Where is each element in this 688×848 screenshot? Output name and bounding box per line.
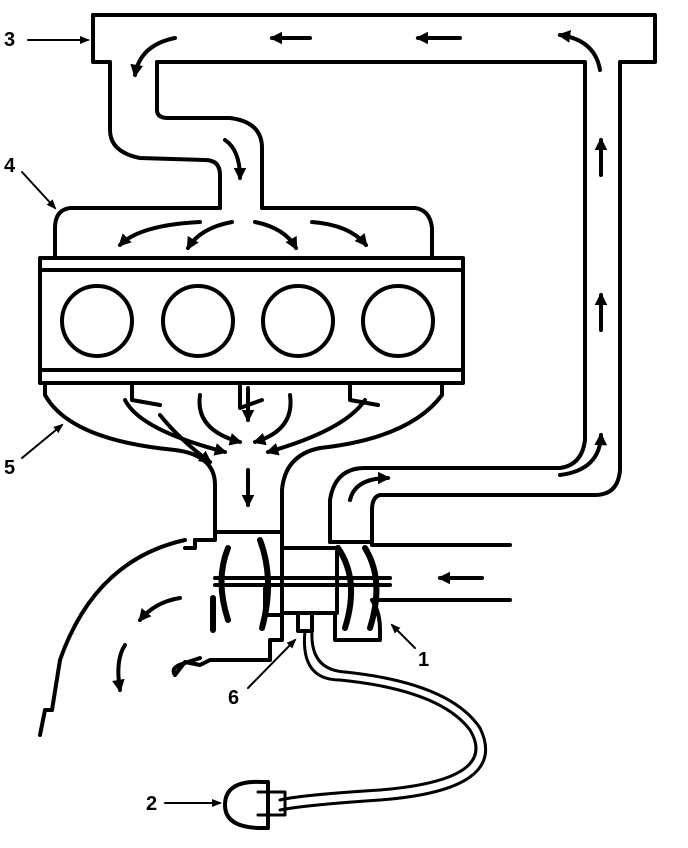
- callout-1: 1: [418, 649, 430, 671]
- leader-5: [21, 423, 64, 459]
- downpipe-flange: [171, 656, 202, 677]
- exhaust-manifold: [43, 381, 444, 534]
- charge-air-inner-to-manifold: [155, 60, 264, 210]
- flow-arrow: [130, 36, 177, 78]
- sensor-wire-inner: [278, 629, 488, 812]
- flow-arrow: [158, 413, 213, 464]
- charge-air-return-pipe: [91, 13, 222, 210]
- callout-6: 6: [228, 687, 240, 709]
- flow-arrow: [118, 220, 202, 247]
- compressor-wheel-left: [335, 545, 355, 631]
- bearing-housing: [280, 546, 339, 615]
- callout-2: 2: [146, 793, 158, 815]
- intake-manifold: [53, 206, 434, 260]
- flow-arrow: [348, 471, 391, 502]
- charge-air-inner-pipe: [155, 60, 587, 544]
- compressor-housing: [328, 540, 512, 642]
- sensor-wire: [278, 629, 478, 802]
- cylinder-2: [161, 284, 235, 358]
- compressor-wheel-right: [362, 545, 380, 631]
- cylinder-3: [261, 284, 335, 358]
- flow-arrow: [197, 393, 243, 446]
- flow-arrow: [557, 30, 602, 72]
- leader-6: [247, 638, 297, 689]
- engine-block: [38, 256, 465, 385]
- turbine-wheel-left: [218, 545, 231, 623]
- cylinder-1: [60, 284, 134, 358]
- turbine-wheel-right: [257, 537, 271, 631]
- flow-arrow: [265, 398, 367, 456]
- flow-arrow: [253, 220, 298, 251]
- intercooler: [91, 13, 657, 547]
- flow-arrow: [138, 596, 182, 622]
- cylinder-4: [361, 284, 435, 358]
- flow-arrow: [186, 220, 234, 251]
- exhaust-ports: [130, 381, 380, 410]
- sensor-6: [296, 611, 314, 633]
- flow-arrow: [252, 393, 293, 446]
- flow-arrow: [310, 220, 368, 247]
- exhaust-downpipe: [38, 538, 187, 737]
- callout-4: 4: [4, 155, 16, 177]
- callout-5: 5: [4, 457, 16, 479]
- turbine-outlet-flange: [183, 538, 197, 550]
- leader-4: [21, 171, 57, 210]
- connector-2: [223, 779, 270, 830]
- callout-3: 3: [4, 29, 16, 51]
- flow-arrow: [223, 138, 247, 181]
- flow-arrow: [558, 432, 608, 477]
- connector-2-plug: [256, 790, 287, 817]
- flow-arrow: [123, 398, 228, 456]
- flow-arrow: [112, 643, 127, 693]
- leader-1: [390, 623, 416, 649]
